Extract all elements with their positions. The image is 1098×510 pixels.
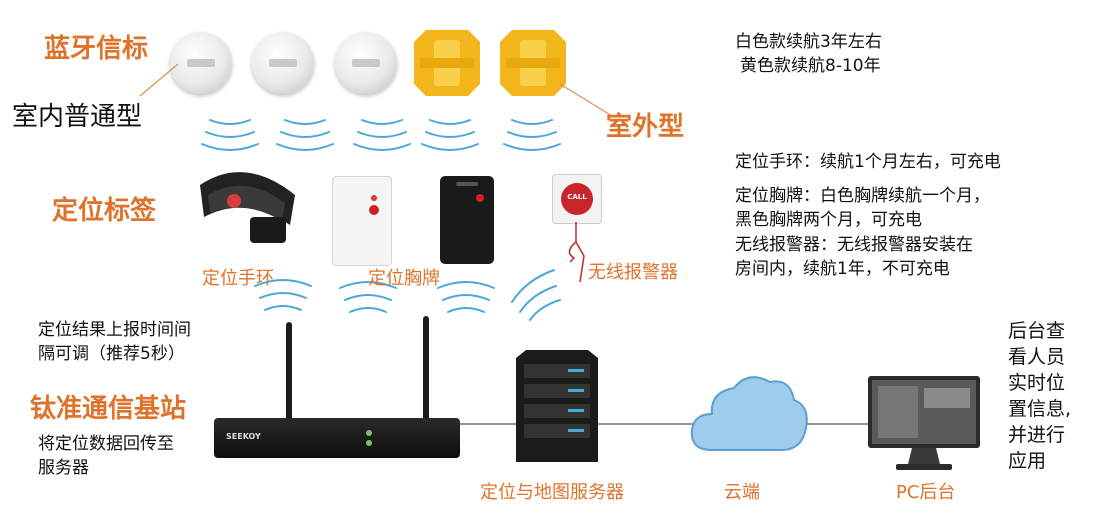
- pc-label: PC后台: [896, 482, 956, 503]
- base-station-device: SEEKOY: [214, 418, 460, 458]
- cloud-icon: [690, 376, 808, 451]
- tag-desc-1: 定位手环：续航1个月左右，可充电: [735, 152, 1001, 172]
- server-label: 定位与地图服务器: [480, 482, 624, 503]
- pc-note-line-1: 后台查: [1008, 320, 1066, 342]
- wristband-device: [200, 172, 295, 243]
- pc-note: 后台查 看人员 实时位 置信息, 并进行 应用: [1008, 318, 1071, 474]
- base-station-title: 钛准通信基站: [30, 394, 187, 424]
- call-button-text: CALL: [567, 193, 587, 201]
- outdoor-type-label: 室外型: [606, 112, 685, 142]
- return-data-note-1: 将定位数据回传至: [38, 434, 174, 454]
- battery-yellow-text: 黄色款续航8-10年: [740, 56, 881, 76]
- battery-white-text: 白色款续航3年左右: [735, 32, 882, 52]
- indoor-type-label: 室内普通型: [12, 102, 143, 132]
- tag-desc-3: 黑色胸牌两个月，可充电: [735, 210, 922, 230]
- report-interval-note-2: 隔可调（推荐5秒）: [38, 344, 185, 364]
- pc-note-line-2: 看人员: [1008, 346, 1066, 368]
- alarm-device: CALL: [552, 174, 602, 224]
- badge-label: 定位胸牌: [368, 268, 440, 289]
- alarm-label: 无线报警器: [588, 262, 678, 283]
- report-interval-note-1: 定位结果上报时间间: [38, 320, 191, 340]
- yellow-beacon-1: [414, 30, 480, 96]
- white-beacon-2: [252, 32, 314, 94]
- alarm-pull-cord: [568, 222, 585, 283]
- pc-monitor: [868, 376, 980, 470]
- pc-note-line-3: 实时位: [1008, 372, 1066, 394]
- cloud-label: 云端: [724, 482, 760, 503]
- tag-section-title: 定位标签: [52, 196, 157, 226]
- black-badge-device: [440, 176, 494, 264]
- antenna-left: [286, 322, 292, 434]
- yellow-beacon-2: [500, 30, 566, 96]
- server-device: [516, 350, 598, 462]
- router-brand: SEEKOY: [226, 432, 261, 441]
- tag-desc-5: 房间内，续航1年，不可充电: [735, 259, 950, 279]
- tag-desc-4: 无线报警器：无线报警器安装在: [735, 235, 973, 255]
- tag-desc-2: 定位胸牌：白色胸牌续航一个月，: [735, 186, 990, 206]
- pc-note-line-4: 置信息,: [1008, 398, 1072, 420]
- wristband-label: 定位手环: [202, 268, 274, 289]
- white-beacon-3: [335, 32, 397, 94]
- pc-note-line-5: 并进行: [1008, 424, 1066, 446]
- beacon-section-title: 蓝牙信标: [44, 34, 149, 64]
- white-badge-device: [332, 176, 392, 266]
- antenna-right: [423, 316, 429, 428]
- return-data-note-2: 服务器: [38, 458, 89, 478]
- white-beacon-1: [170, 32, 232, 94]
- pc-note-line-6: 应用: [1008, 450, 1047, 472]
